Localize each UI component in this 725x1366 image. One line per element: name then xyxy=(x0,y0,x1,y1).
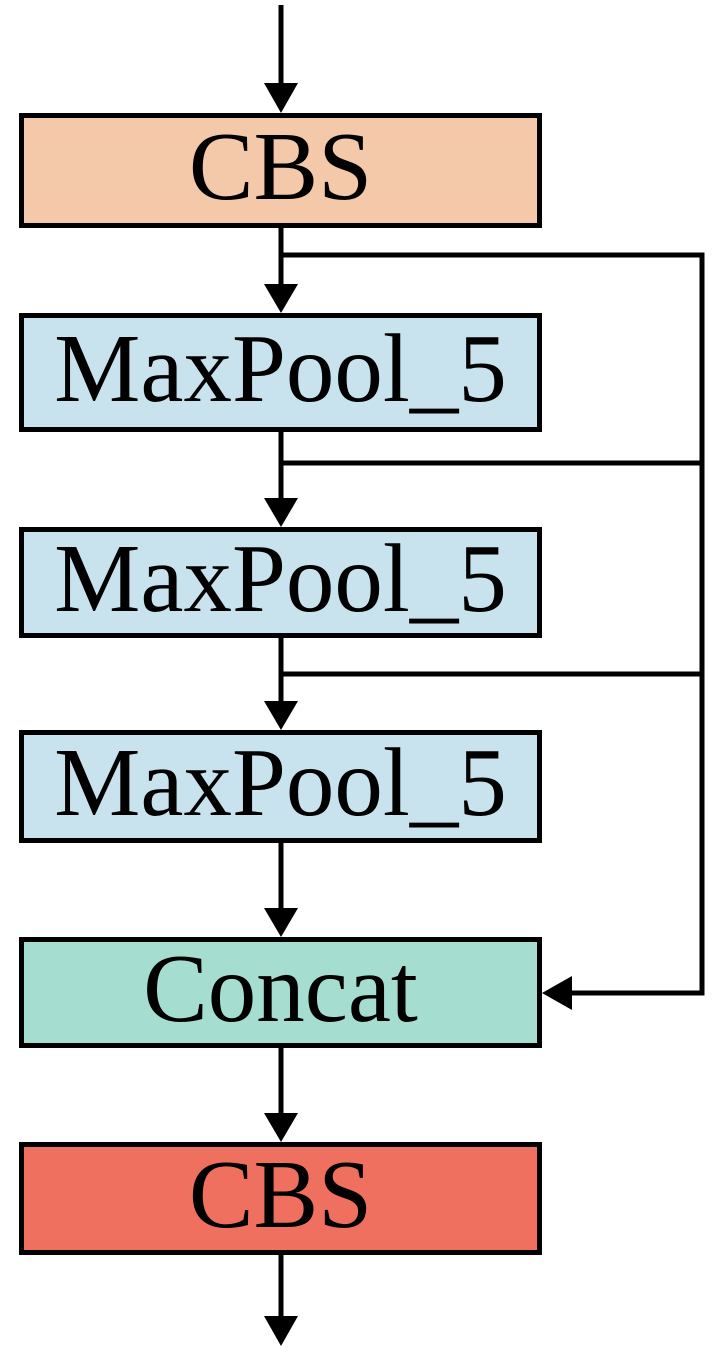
node-concat: Concat xyxy=(19,937,542,1048)
node-maxpool-1: MaxPool_5 xyxy=(19,313,542,432)
node-cbs-bottom: CBS xyxy=(19,1142,542,1255)
arrowhead-into-maxpool-2 xyxy=(264,498,298,527)
arrowhead-into-cbs-top xyxy=(264,83,298,113)
node-maxpool-1-label: MaxPool_5 xyxy=(54,315,507,422)
node-maxpool-3: MaxPool_5 xyxy=(19,730,542,843)
node-cbs-top-label: CBS xyxy=(188,113,373,220)
arrowhead-skip-into-concat xyxy=(542,976,572,1010)
node-maxpool-2-label: MaxPool_5 xyxy=(54,525,507,632)
node-concat-label: Concat xyxy=(143,935,418,1042)
node-maxpool-3-label: MaxPool_5 xyxy=(54,729,507,836)
arrowhead-into-maxpool-3 xyxy=(264,701,298,730)
arrowhead-into-maxpool-1 xyxy=(264,284,298,313)
node-cbs-bottom-label: CBS xyxy=(188,1141,373,1248)
node-cbs-top: CBS xyxy=(19,113,542,228)
arrowhead-into-cbs-bottom xyxy=(264,1113,298,1142)
arrowhead-into-concat xyxy=(264,908,298,937)
arrowhead-output xyxy=(264,1316,298,1346)
node-maxpool-2: MaxPool_5 xyxy=(19,527,542,638)
